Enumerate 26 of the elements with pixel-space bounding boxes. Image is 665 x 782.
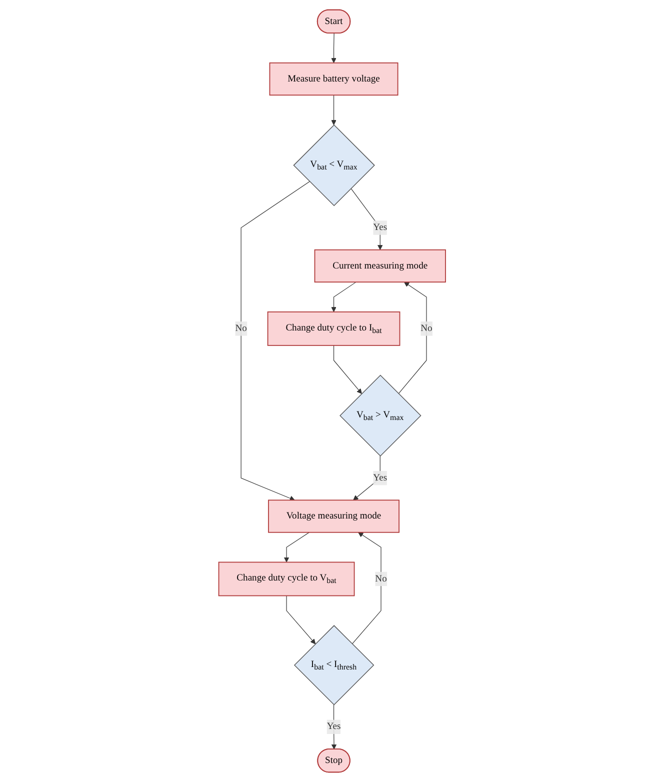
edge-label: Yes (374, 222, 388, 233)
node-diamond: V$_{bat}$ < V$_{max}$ (294, 124, 376, 206)
edge-label: Yes (374, 472, 388, 483)
arrow (332, 33, 337, 64)
edge-label: No (421, 323, 433, 334)
node-box: Change duty cycle to I$_{bat}$ (268, 311, 401, 346)
edge-label: No (376, 574, 388, 584)
arrow (332, 704, 337, 750)
arrow (241, 181, 310, 501)
arrow (286, 595, 316, 644)
arrow (332, 94, 337, 126)
node-diamond: I$_{bat}$ < I$_{thresh}$ (294, 625, 375, 706)
arrow (332, 282, 357, 312)
node-box: Change duty cycle to V$_{bat}$ (218, 562, 356, 596)
arrow (353, 456, 381, 500)
node-box: Voltage measuring mode (268, 500, 400, 533)
edge-label: No (236, 323, 248, 334)
node-box: Measure battery voltage (270, 62, 399, 96)
arrow (284, 532, 310, 562)
arrow (352, 532, 382, 644)
arrow (398, 282, 428, 394)
node-diamond: V$_{bat}$ > V$_{max}$ (340, 374, 422, 456)
arrow (334, 345, 362, 394)
node-box: Current measuring mode (314, 249, 446, 282)
arrow (351, 188, 384, 250)
edge-label: Yes (327, 721, 342, 732)
